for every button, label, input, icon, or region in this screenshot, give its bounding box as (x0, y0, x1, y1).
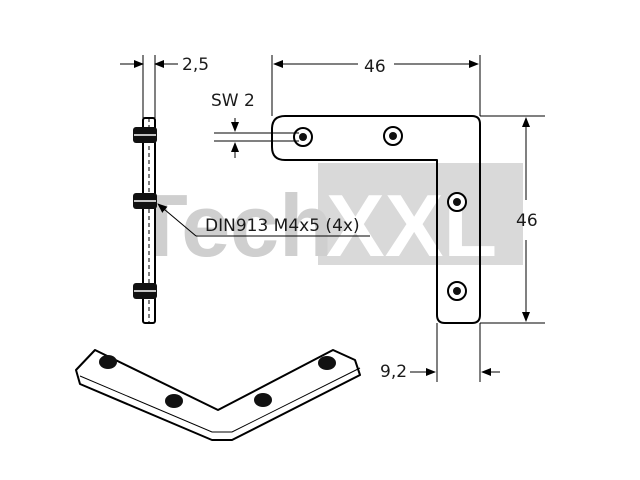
side-screw-top (133, 127, 157, 143)
iso-plate-top (75, 349, 361, 441)
watermark: Tech XXL (134, 163, 523, 275)
iso-screw-2 (165, 394, 183, 408)
plate-hole-2 (383, 126, 403, 146)
l-plate-outline (271, 115, 481, 324)
iso-screw-3 (254, 393, 272, 407)
watermark-text-tech: Tech (134, 176, 333, 275)
side-screw-bottom (133, 283, 157, 299)
dimension-socket-label: SW 2 (211, 91, 255, 111)
iso-screw-4 (318, 356, 336, 370)
screw-callout-label: DIN913 M4x5 (4x) (205, 216, 360, 236)
side-screw-middle (133, 193, 157, 209)
dimension-length-vertical: 46 (480, 115, 545, 324)
plate-hole-3 (447, 192, 467, 212)
watermark-box (318, 163, 523, 265)
dimension-width-label: 9,2 (380, 362, 407, 382)
iso-screw-1 (99, 355, 117, 369)
dimension-thickness-label: 2,5 (182, 55, 209, 75)
dimension-length-horizontal-label: 46 (364, 57, 386, 77)
dimension-width: 9,2 (380, 323, 500, 382)
plate-hole-4 (447, 281, 467, 301)
dimension-length-horizontal: 46 (271, 55, 481, 116)
dimension-thickness: 2,5 (120, 55, 209, 118)
watermark-text-xxl: XXL (326, 176, 497, 275)
side-view (133, 117, 157, 324)
dimension-length-vertical-label: 46 (516, 211, 538, 231)
dimension-socket: SW 2 (211, 91, 299, 158)
isometric-view (75, 349, 361, 441)
screw-callout: DIN913 M4x5 (4x) (157, 203, 370, 237)
plate-hole-1 (293, 127, 313, 147)
front-view (271, 115, 481, 324)
